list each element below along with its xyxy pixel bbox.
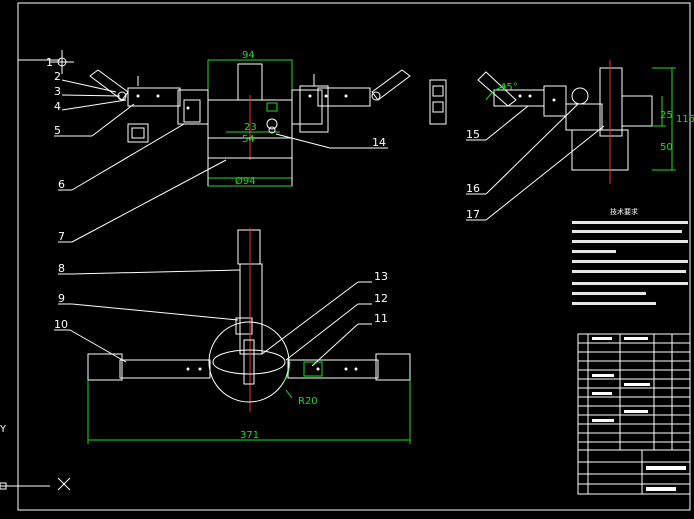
notes-title: 技术要求 — [610, 207, 638, 216]
dim-dia-94: Ø94 — [235, 175, 256, 187]
callout-2: 2 — [54, 70, 61, 83]
plan-view: 371 R20 — [87, 228, 411, 444]
callout-17: 17 — [466, 208, 480, 221]
callout-15: 15 — [466, 128, 480, 141]
side-view: 45° 25 115 50 — [477, 60, 694, 184]
front-view: 94 Ø94 23 54 — [89, 50, 411, 187]
dim-23: 23 — [244, 122, 257, 133]
parts-list-rows — [578, 342, 690, 494]
dim-115: 115 — [676, 114, 694, 125]
outer-frame — [17, 2, 691, 511]
callout-9: 9 — [58, 292, 65, 305]
dim-45-deg: 45° — [500, 82, 518, 93]
callout-13: 13 — [374, 270, 388, 283]
callout-8: 8 — [58, 262, 65, 275]
ucs-axes-icon: Y — [0, 424, 50, 490]
callout-16: 16 — [466, 182, 480, 195]
callout-12: 12 — [374, 292, 388, 305]
parts-list-cell-marks — [592, 337, 686, 491]
x-cross-icon — [57, 477, 71, 491]
callout-1: 1 — [46, 56, 53, 69]
svg-text:Y: Y — [0, 424, 7, 435]
dim-54: 54 — [242, 134, 255, 145]
notes-lines — [572, 221, 688, 305]
dim-371: 371 — [240, 430, 259, 441]
callout-11: 11 — [374, 312, 388, 325]
callout-10: 10 — [54, 318, 68, 331]
callout-5: 5 — [54, 124, 61, 137]
callout-14: 14 — [372, 136, 386, 149]
callout-7: 7 — [58, 230, 65, 243]
callout-4: 4 — [54, 100, 61, 113]
section-detail-left — [127, 123, 149, 143]
ucs-axes-icon — [50, 50, 74, 74]
dim-r20: R20 — [298, 396, 318, 407]
callout-3: 3 — [54, 85, 61, 98]
technical-notes: 技术要求 — [572, 207, 688, 305]
dim-25: 25 — [660, 110, 673, 121]
dim-50: 50 — [660, 142, 673, 153]
callout-group-top: 2 3 4 5 6 7 14 — [54, 70, 388, 243]
callout-group-side: 15 16 17 — [466, 103, 605, 221]
section-detail-middle — [429, 79, 447, 125]
callout-group-plan: 8 9 10 13 12 11 — [54, 262, 388, 367]
dim-94: 94 — [242, 50, 255, 61]
callout-6: 6 — [58, 178, 65, 191]
parts-list-table — [577, 333, 691, 495]
